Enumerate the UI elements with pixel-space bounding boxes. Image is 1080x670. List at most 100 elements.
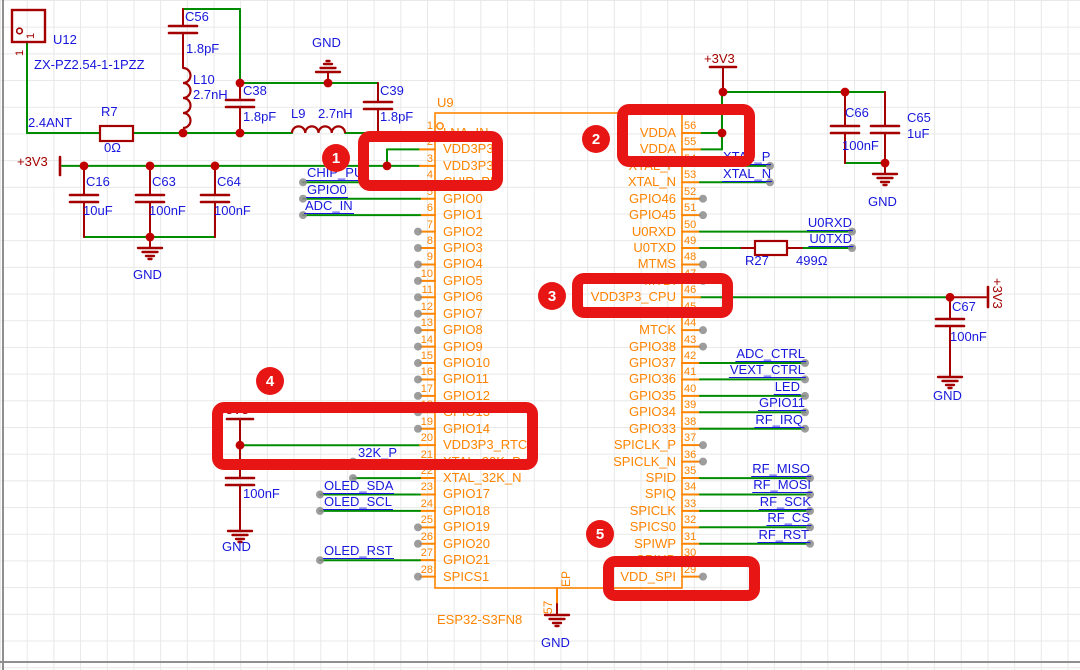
inductor-value[interactable]: 2.7nH — [318, 106, 353, 121]
pin-name: GPIO7 — [443, 305, 483, 321]
ground-net-label[interactable]: GND — [133, 267, 162, 282]
pin-name: SPIWP — [634, 535, 676, 551]
net-label-adc_in[interactable]: ADC_IN — [304, 198, 354, 214]
pin-number: 15 — [420, 350, 433, 363]
pin-pad — [414, 424, 422, 433]
pin-number: 26 — [420, 530, 433, 543]
capacitor-value[interactable]: 100nF — [149, 203, 186, 218]
pin-name: GPIO12 — [443, 387, 490, 403]
capacitor-refdes[interactable]: C39 — [380, 83, 404, 98]
capacitor-value[interactable]: 100nF — [842, 138, 879, 153]
inductor-coil[interactable] — [290, 125, 347, 134]
pin-number: 16 — [420, 366, 433, 379]
ground-net-label[interactable]: GND — [868, 194, 897, 209]
pin-pad — [699, 572, 707, 581]
pin-name: GPIO14 — [443, 420, 490, 436]
net-label-rf_cs[interactable]: RF_CS — [766, 510, 811, 526]
pin-number: 19 — [420, 415, 433, 428]
pin-name: GPIO9 — [443, 338, 483, 354]
pin-number: 11 — [421, 284, 433, 297]
ground-net-label[interactable]: GND — [541, 635, 570, 650]
capacitor-refdes[interactable]: C56 — [185, 9, 209, 24]
pin-name: GPIO8 — [443, 322, 483, 338]
antenna-part-number[interactable]: ZX-PZ2.54-1-1PZZ — [34, 57, 145, 72]
net-label-oled_scl[interactable]: OLED_SCL — [323, 494, 393, 510]
pin-name: GPIO20 — [443, 535, 490, 551]
net-label-rf_irq[interactable]: RF_IRQ — [754, 412, 804, 428]
net-label-2-4ant[interactable]: 2.4ANT — [28, 115, 73, 130]
net-label-gpio11[interactable]: GPIO11 — [757, 395, 806, 411]
capacitor-refdes[interactable]: C63 — [152, 174, 176, 189]
capacitor-value[interactable]: 100nF — [214, 203, 251, 218]
net-port-pad — [349, 474, 357, 483]
net-label-vext_ctrl[interactable]: VEXT_CTRL — [728, 362, 806, 378]
chip-refdes[interactable]: U9 — [437, 95, 454, 110]
pin-number: 44 — [684, 317, 697, 330]
pin-number: 35 — [684, 465, 697, 478]
capacitor-refdes[interactable]: C38 — [243, 83, 267, 98]
pin-number: 32 — [684, 514, 697, 527]
capacitor-value[interactable]: 1.8pF — [380, 109, 414, 124]
power-net-label[interactable]: +3V3 — [17, 154, 48, 169]
pin-number: 37 — [684, 432, 697, 445]
resistor-refdes[interactable]: R7 — [101, 104, 118, 119]
capacitor-value[interactable]: 100nF — [950, 329, 987, 344]
capacitor-value[interactable]: 100nF — [243, 486, 280, 501]
net-label-rf_mosi[interactable]: RF_MOSI — [752, 477, 812, 493]
net-label-xtal_n[interactable]: XTAL_N — [722, 166, 773, 182]
inductor-coil[interactable] — [182, 66, 192, 130]
net-label-u0rxd[interactable]: U0RXD — [806, 215, 853, 231]
junction-dot — [323, 78, 333, 88]
pin-pad — [414, 391, 422, 400]
pin-name: GPIO6 — [443, 289, 483, 305]
resistor-refdes[interactable]: R27 — [745, 253, 769, 268]
net-port-pad — [806, 506, 814, 515]
ground-net-label[interactable]: GND — [933, 388, 962, 403]
net-label-rf_rst[interactable]: RF_RST — [757, 527, 810, 543]
net-label-rf_miso[interactable]: RF_MISO — [751, 461, 811, 477]
resistor-value[interactable]: 0Ω — [104, 140, 121, 155]
capacitor-value[interactable]: 1.8pF — [243, 109, 277, 124]
net-label-u0txd[interactable]: U0TXD — [808, 231, 853, 247]
resistor-value[interactable]: 499Ω — [796, 253, 828, 268]
net-label-chip_pu[interactable]: CHIP_PU — [306, 165, 365, 181]
capacitor-refdes[interactable]: C65 — [907, 110, 931, 125]
ground-net-label[interactable]: GND — [222, 539, 251, 554]
pin-name: SPICS0 — [629, 519, 676, 535]
net-label-led[interactable]: LED — [773, 379, 801, 395]
ground-net-label[interactable]: GND — [312, 35, 341, 50]
chip-part-number[interactable]: ESP32-S3FN8 — [437, 612, 523, 627]
junction-dot — [382, 161, 392, 171]
net-label-oled_rst[interactable]: OLED_RST — [323, 543, 394, 559]
junction-dot — [718, 87, 728, 97]
pin-pad — [414, 523, 422, 532]
inductor-value[interactable]: 2.7nH — [193, 87, 228, 102]
pin-pad — [699, 326, 707, 335]
net-label-adc_ctrl[interactable]: ADC_CTRL — [735, 346, 806, 362]
capacitor-refdes[interactable]: C67 — [952, 299, 976, 314]
highlight-box-3 — [572, 273, 733, 318]
pin-name: GPIO17 — [443, 486, 490, 502]
antenna-connector-body[interactable] — [10, 8, 47, 44]
capacitor-value[interactable]: 10uF — [83, 203, 113, 218]
power-net-label[interactable]: +3V3 — [990, 278, 1005, 309]
pin-pad — [414, 572, 422, 581]
inductor-refdes[interactable]: L9 — [291, 106, 306, 121]
net-label-oled_sda[interactable]: OLED_SDA — [323, 478, 395, 494]
net-label-gpio0[interactable]: GPIO0 — [306, 182, 348, 198]
net-label-rf_sck[interactable]: RF_SCK — [758, 494, 812, 510]
resistor-body[interactable] — [98, 124, 135, 143]
antenna-refdes[interactable]: U12 — [53, 32, 77, 47]
power-net-label[interactable]: +3V3 — [704, 51, 735, 66]
inductor-refdes[interactable]: L10 — [193, 72, 215, 87]
capacitor-refdes[interactable]: C64 — [217, 174, 241, 189]
capacitor-refdes[interactable]: C66 — [845, 105, 869, 120]
capacitor-value[interactable]: 1uF — [907, 126, 930, 141]
resistor-body[interactable] — [753, 239, 789, 257]
pin-number: 3 — [426, 152, 433, 165]
capacitor-value[interactable]: 1.8pF — [186, 41, 220, 56]
ep-pin-number: 57 — [541, 600, 555, 614]
capacitor-refdes[interactable]: C16 — [86, 174, 110, 189]
pin-name: GPIO1 — [443, 207, 483, 223]
chip-body[interactable] — [434, 112, 683, 589]
